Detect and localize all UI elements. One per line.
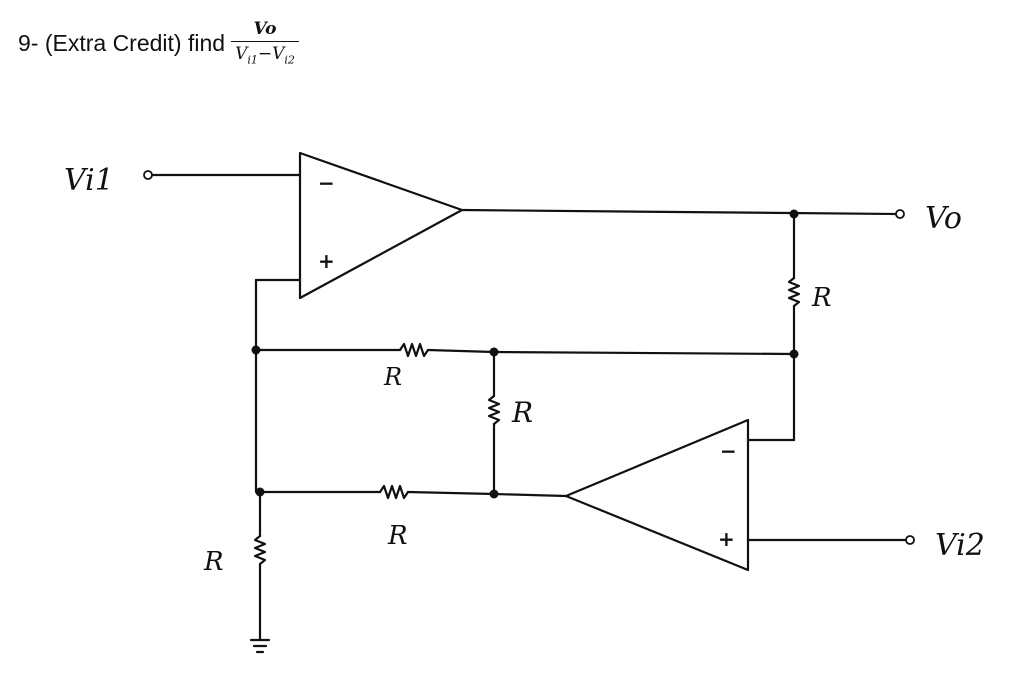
wire-to-bottom-opamp-output: [492, 492, 568, 498]
question-prefix: 9- (Extra Credit) find: [18, 29, 226, 56]
question-text: 9- (Extra Credit) find Vo Vi1−Vi2: [18, 18, 299, 68]
fraction: Vo Vi1−Vi2: [231, 18, 299, 65]
denominator-minus: −: [257, 43, 273, 64]
fraction-numerator: Vo: [253, 18, 277, 39]
wire-bottom-horizontal-mid: [406, 490, 496, 496]
resistor-output: [787, 276, 801, 308]
resistor-middle-vertical: [487, 394, 501, 426]
label-r-top-horizontal: R: [383, 363, 402, 391]
denominator-v2: V: [272, 43, 285, 64]
opamp-bottom: [564, 418, 750, 572]
wire-top-horizontal-right: [492, 350, 796, 356]
denominator-sub1: i1: [247, 53, 258, 67]
label-vi2: Vi2: [935, 528, 985, 563]
label-vi1: Vi1: [64, 163, 114, 198]
wire-output: [460, 208, 897, 216]
opamp-bottom-plus: +: [718, 527, 735, 551]
opamp-top-minus: −: [318, 171, 335, 195]
label-vo: Vo: [925, 201, 962, 236]
resistor-ground: [253, 534, 267, 566]
wire-top-horizontal-mid: [426, 348, 496, 354]
label-r-middle-vertical: R: [511, 396, 533, 429]
terminal-vi1: [143, 170, 153, 180]
denominator-v1: V: [235, 43, 248, 64]
label-r-output: R: [811, 283, 832, 313]
opamp-top-plus: +: [318, 249, 335, 273]
label-r-bottom-horizontal: R: [387, 521, 408, 551]
resistor-top-horizontal: [398, 342, 430, 358]
opamp-bottom-minus: −: [720, 439, 737, 463]
ground-icon: [249, 638, 271, 654]
terminal-vo: [895, 209, 905, 219]
opamp-top: [298, 151, 464, 300]
label-r-ground: R: [203, 547, 224, 577]
denominator-sub2: i2: [284, 53, 295, 67]
resistor-bottom-horizontal: [378, 484, 410, 500]
fraction-denominator: Vi1−Vi2: [231, 42, 299, 65]
fraction-bar: [231, 40, 299, 42]
terminal-vi2: [905, 535, 915, 545]
